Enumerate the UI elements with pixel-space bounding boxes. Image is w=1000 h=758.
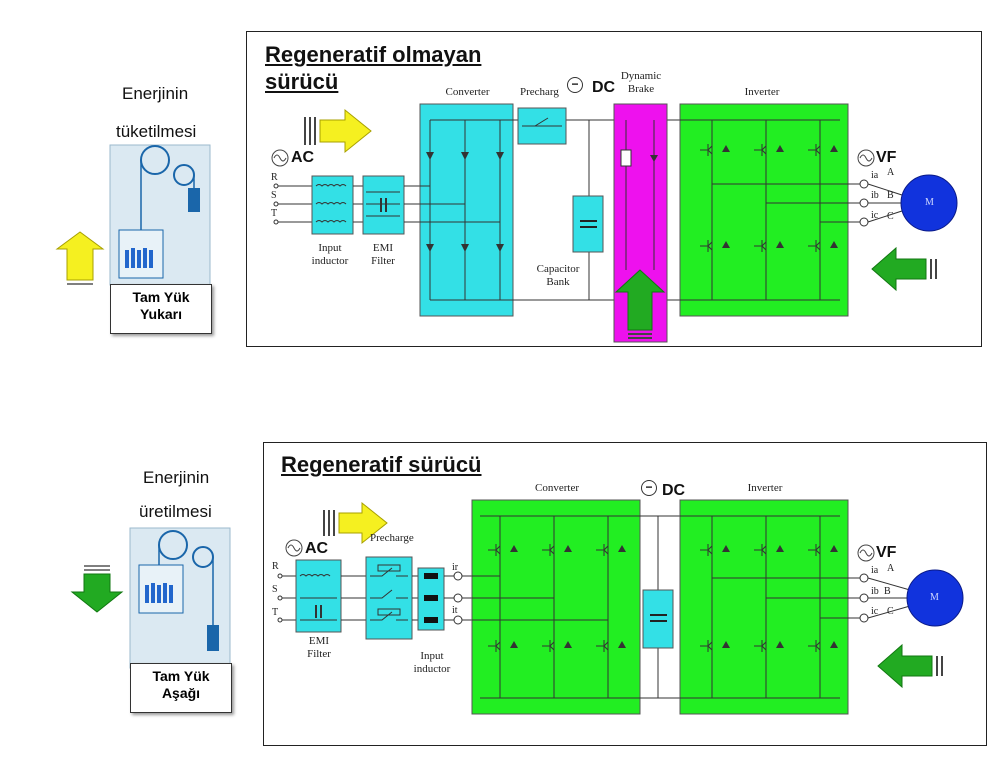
bottom-precharge-label: Precharge (370, 532, 414, 544)
bottom-out-a: A (887, 563, 895, 574)
top-out-b: B (887, 190, 894, 201)
top-out-a: A (887, 167, 895, 178)
bottom-load-line2: Aşağı (161, 685, 201, 701)
top-energy-up-arrow (55, 231, 105, 285)
bottom-out-ib: ib (871, 586, 879, 597)
bottom-panel-title: Regeneratif sürücü (281, 452, 482, 477)
bottom-side-label-2: üretilmesi (139, 502, 212, 521)
bottom-in-r: R (272, 561, 279, 572)
bottom-vf-label: VF (876, 544, 897, 561)
top-panel-title-2: sürücü (265, 69, 339, 94)
bottom-in-s: S (272, 584, 278, 595)
top-side-label-2: tüketilmesi (116, 122, 197, 141)
bottom-load-box: Tam Yük Aşağı (130, 663, 232, 713)
top-inverter-green-arrow (871, 246, 937, 292)
bottom-yellow-arrow (323, 501, 388, 545)
bottom-out-ia: ia (871, 565, 879, 576)
top-converter-label: Converter (445, 86, 490, 98)
bottom-dc-label: DC (662, 482, 686, 499)
bottom-in-t: T (272, 607, 279, 618)
top-precharge-label: Precharg (520, 86, 559, 98)
bottom-inverter-label: Inverter (747, 482, 783, 494)
top-ac-label: AC (291, 149, 315, 166)
top-dc-minus-icon: − (567, 77, 583, 93)
bottom-load-line1: Tam Yük (152, 668, 210, 684)
bottom-panel (263, 442, 987, 746)
top-side-label-1: Enerjinin (122, 84, 189, 103)
bottom-inverter-green-arrow (877, 643, 943, 689)
top-panel (246, 31, 982, 347)
top-circuit (271, 103, 958, 343)
top-brake-green-arrow (614, 269, 666, 339)
bottom-out-c: C (887, 606, 894, 617)
bottom-dc-minus-icon: − (641, 480, 657, 496)
top-vf-label: VF (876, 149, 897, 166)
bottom-energy-down-arrow (70, 565, 124, 613)
bottom-circuit (277, 499, 964, 715)
bottom-elevator-illustration (129, 527, 231, 669)
top-elevator-illustration (109, 144, 211, 286)
top-in-r: R (271, 172, 278, 183)
bottom-out-b: B (884, 586, 891, 597)
top-motor-label: M (925, 197, 934, 208)
top-out-ib: ib (871, 190, 879, 201)
top-out-ic: ic (871, 210, 879, 221)
bottom-in-ir: ir (452, 562, 459, 573)
bottom-out-ic: ic (871, 606, 879, 617)
top-out-c: C (887, 211, 894, 222)
top-load-line1: Tam Yük (132, 289, 190, 305)
top-panel-title-1: Regeneratif olmayan (265, 42, 482, 67)
bottom-ac-label: AC (305, 540, 329, 557)
top-out-ia: ia (871, 170, 879, 181)
bottom-side-label-1: Enerjinin (143, 468, 210, 487)
top-dc-label: DC (592, 79, 616, 96)
top-yellow-arrow (304, 108, 372, 154)
top-in-s: S (271, 190, 277, 201)
bottom-in-it: it (452, 605, 458, 616)
top-load-box: Tam Yük Yukarı (110, 284, 212, 334)
bottom-motor-label: M (930, 592, 939, 603)
top-load-line2: Yukarı (139, 306, 183, 322)
top-inverter-label: Inverter (744, 86, 780, 98)
bottom-converter-label: Converter (535, 482, 579, 494)
top-in-t: T (271, 208, 278, 219)
